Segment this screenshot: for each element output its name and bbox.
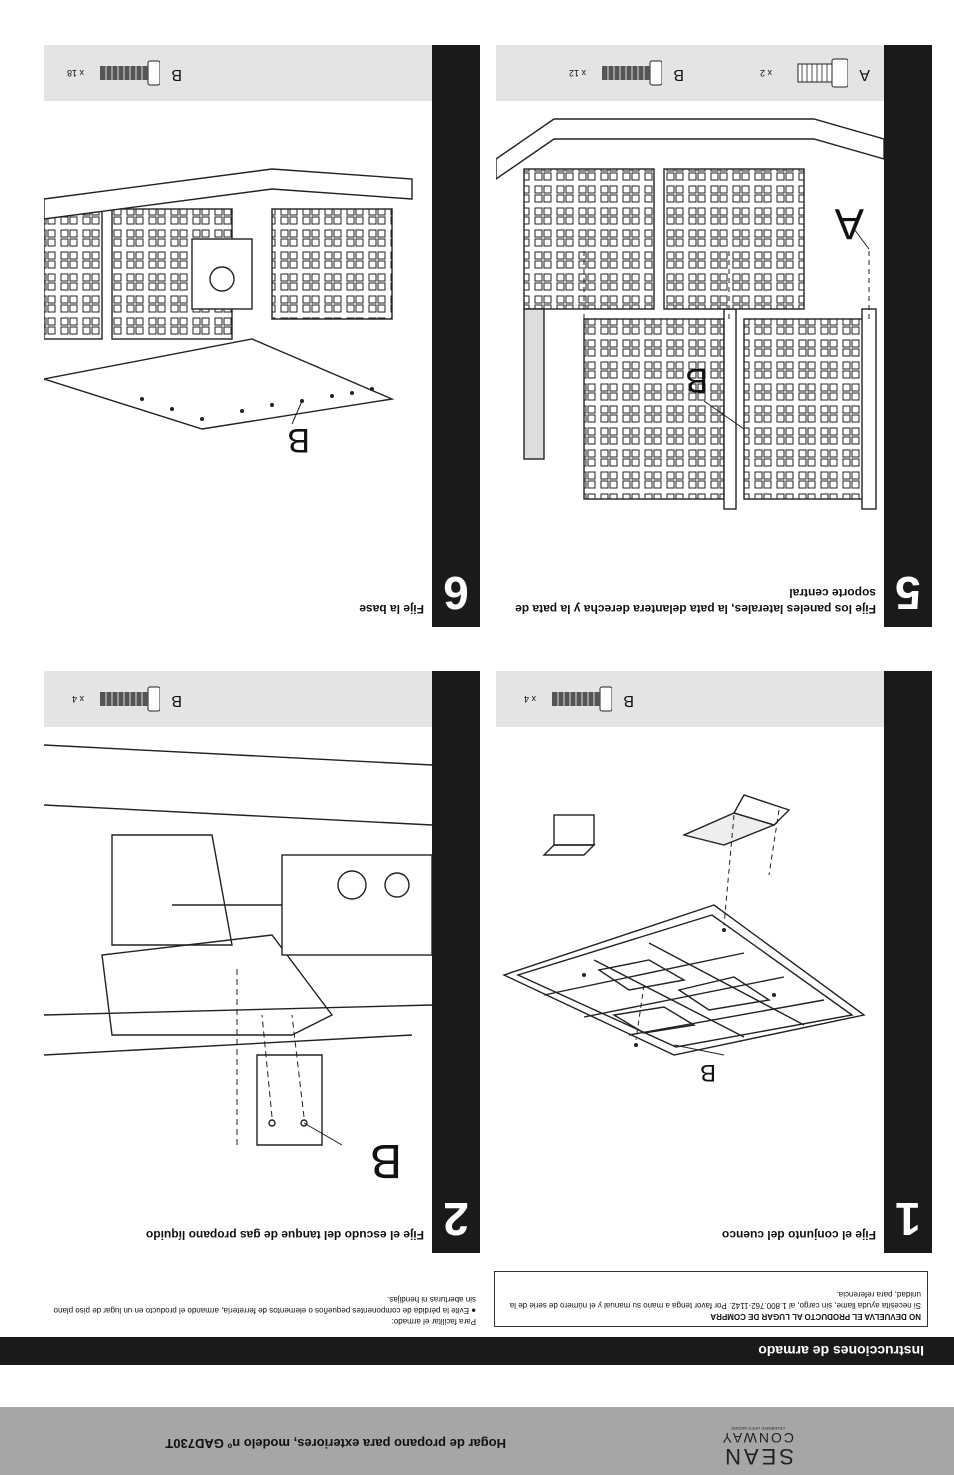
part-b: B x 4	[62, 683, 182, 715]
step-2-panel: 2 Fije el escudo del tanque de gas propa…	[44, 671, 480, 1253]
callout-label: B	[370, 1134, 402, 1187]
part-b: B x 12	[554, 57, 684, 89]
callout-label: B	[287, 421, 310, 459]
step-number-tab: 5	[884, 45, 932, 627]
return-notice: NO DEVUELVA EL PRODUCTO AL LUGAR DE COMP…	[494, 1271, 928, 1327]
part-letter: B	[171, 692, 182, 709]
document-title: Hogar de propano para exteriores, modelo…	[165, 1436, 506, 1451]
part-letter: B	[673, 66, 684, 83]
part-letter: B	[171, 66, 182, 83]
assembly-tips: Para facilitar el armado: ● Evite la pér…	[46, 1294, 476, 1327]
notice-heading: NO DEVUELVA EL PRODUCTO AL LUGAR DE COMP…	[710, 1312, 921, 1321]
parts-strip: B x 4	[44, 671, 432, 727]
bolt-icon	[552, 686, 612, 712]
step-title: Fije la base	[359, 602, 424, 616]
side-panels-illustration: B A	[496, 118, 884, 510]
step-number-tab: 1	[884, 671, 932, 1253]
step-number-tab: 6	[432, 45, 480, 627]
step-number-tab: 2	[432, 671, 480, 1253]
part-quantity: x 4	[71, 694, 84, 704]
bolt-icon	[100, 60, 160, 86]
bolt-icon	[100, 686, 160, 712]
part-a: A x 2	[750, 57, 870, 89]
parts-strip: B x 4	[496, 671, 884, 727]
brand-logo: SEAN CONWAY CELEBRATE LIFE'S NATURE	[720, 1415, 794, 1469]
base-illustration: B	[44, 168, 413, 459]
step-title: Fije los paneles laterales, la pata dela…	[515, 586, 876, 616]
logo-line1: SEAN	[722, 1444, 794, 1469]
step-number: 1	[895, 1193, 921, 1245]
part-quantity: x 4	[523, 694, 536, 704]
part-letter: B	[623, 692, 634, 709]
step-6-panel: 6 Fije la base	[44, 45, 480, 627]
parts-strip: B x 18	[44, 45, 432, 101]
step-number: 2	[443, 1193, 469, 1245]
bolt-icon	[602, 60, 662, 86]
part-b: B x 18	[52, 57, 182, 89]
tank-shield-illustration: B	[44, 744, 432, 1187]
section-title: Instrucciones de armado	[758, 1343, 924, 1359]
callout-label-a: A	[834, 199, 864, 248]
bowl-assembly-illustration: B	[502, 794, 866, 1086]
step-number: 6	[443, 567, 469, 619]
part-b: B x 4	[514, 683, 634, 715]
step-number: 5	[895, 567, 921, 619]
part-quantity: x 18	[66, 68, 84, 78]
part-letter: A	[859, 66, 870, 83]
parts-strip: A x 2 B x 12	[496, 45, 884, 101]
step-title: Fije el conjunto del cuenco	[721, 1228, 876, 1242]
logo-line2: CONWAY	[720, 1430, 794, 1446]
step-1-panel: 1 Fije el conjunto del cuenco	[496, 671, 932, 1253]
tips-intro: Para facilitar el armado:	[391, 1317, 476, 1326]
part-quantity: x 12	[568, 68, 586, 78]
section-title-bar: Instrucciones de armado	[0, 1337, 954, 1365]
bolt-icon	[797, 58, 848, 88]
header-band: SEAN CONWAY CELEBRATE LIFE'S NATURE Hoga…	[0, 1407, 954, 1475]
step-5-panel: 5 Fije los paneles laterales, la pata de…	[496, 45, 932, 627]
notice-body: Si necesita ayuda llame, sin cargo, al 1…	[509, 1290, 921, 1310]
step-title: Fije el escudo del tanque de gas propano…	[145, 1228, 424, 1242]
callout-label: B	[700, 1059, 716, 1086]
callout-label-b: B	[685, 361, 708, 399]
part-quantity: x 2	[759, 68, 772, 78]
logo-tagline: CELEBRATE LIFE'S NATURE	[731, 1426, 785, 1431]
tips-bullet: ● Evite la pérdida de componentes pequeñ…	[53, 1295, 476, 1315]
